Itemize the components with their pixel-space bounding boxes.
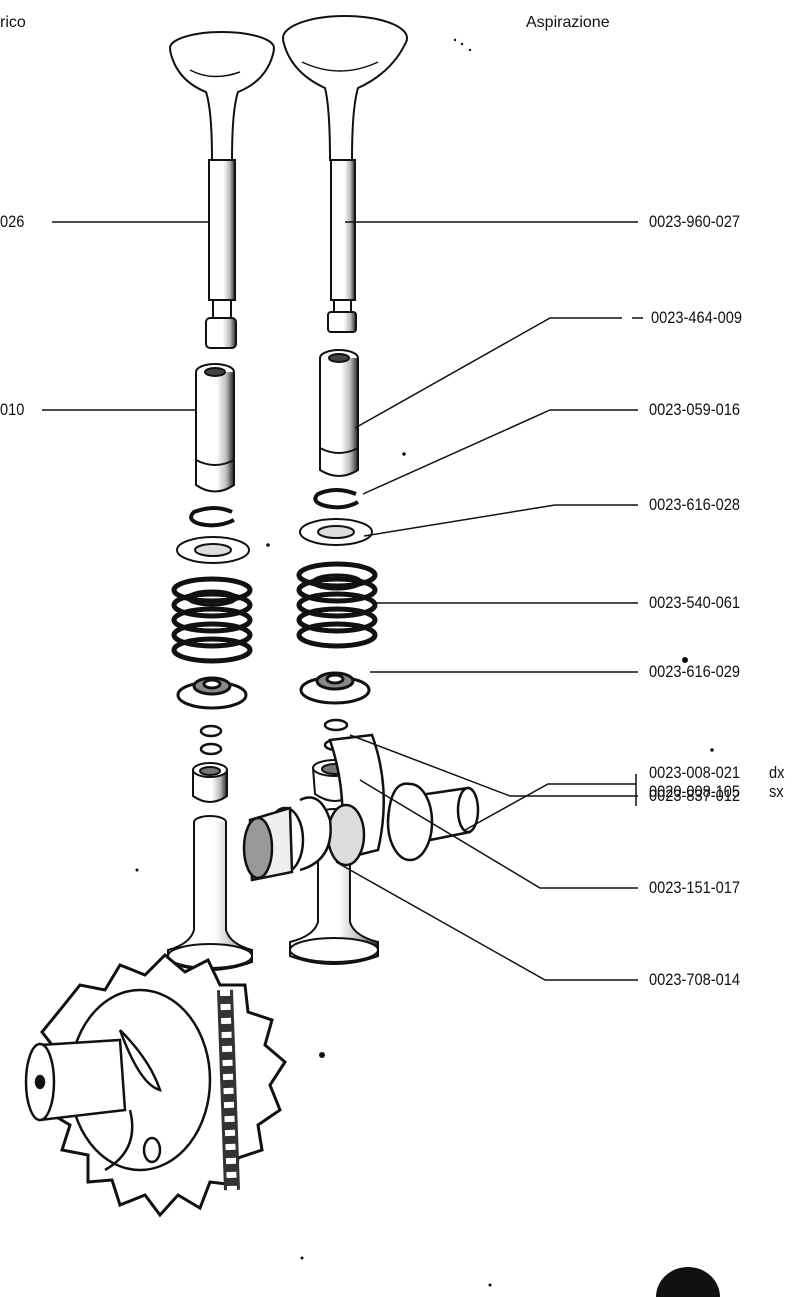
intake-upper-seat bbox=[299, 518, 373, 546]
part-code-circlip: 0023-059-016 bbox=[649, 400, 741, 419]
part-code-spring: 0023-540-061 bbox=[649, 593, 741, 612]
scan-specks bbox=[135, 38, 714, 1287]
exhaust-lower-seat bbox=[176, 676, 248, 710]
corner-blob bbox=[656, 1267, 720, 1297]
intake-valve-guide bbox=[319, 349, 359, 477]
header-exhaust: rico bbox=[0, 14, 26, 31]
part-code-lower-seat: 0023-616-029 bbox=[649, 662, 741, 681]
exhaust-spring bbox=[171, 576, 253, 664]
part-code-tappet: 0023-708-014 bbox=[649, 970, 741, 989]
intake-circlip bbox=[313, 488, 359, 510]
part-code-guide: 0023-464-009 bbox=[651, 308, 743, 327]
exhaust-circlip bbox=[189, 506, 235, 528]
exhaust-bucket bbox=[192, 762, 228, 803]
intake-lower-seat bbox=[299, 671, 371, 705]
header-intake: Aspirazione bbox=[526, 14, 610, 31]
leader-lines bbox=[42, 221, 643, 981]
camshaft-assembly bbox=[24, 733, 480, 1218]
exhaust-valve bbox=[169, 31, 275, 349]
camshaft-side-left: sx bbox=[769, 782, 784, 801]
left-label-guide: 010 bbox=[0, 400, 25, 419]
exhaust-valve-guide bbox=[195, 363, 235, 493]
camshaft-code-right: 0023-008-021 bbox=[649, 763, 741, 782]
camshaft-code-left: 0020-008-105 bbox=[649, 782, 741, 801]
part-code-shim: 0023-837-012 bbox=[649, 786, 741, 805]
left-label-valve: 026 bbox=[0, 212, 25, 231]
part-code-upper-seat: 0023-616-028 bbox=[649, 495, 741, 514]
intake-valve bbox=[282, 15, 408, 333]
intake-spring bbox=[296, 561, 378, 649]
part-code-bucket: 0023-151-017 bbox=[649, 878, 741, 897]
exhaust-tappet bbox=[167, 815, 253, 971]
exhaust-upper-seat bbox=[176, 536, 250, 564]
camshaft-side-right: dx bbox=[769, 763, 785, 782]
exhaust-shims bbox=[199, 724, 223, 756]
part-code-valve: 0023-960-027 bbox=[649, 212, 741, 231]
